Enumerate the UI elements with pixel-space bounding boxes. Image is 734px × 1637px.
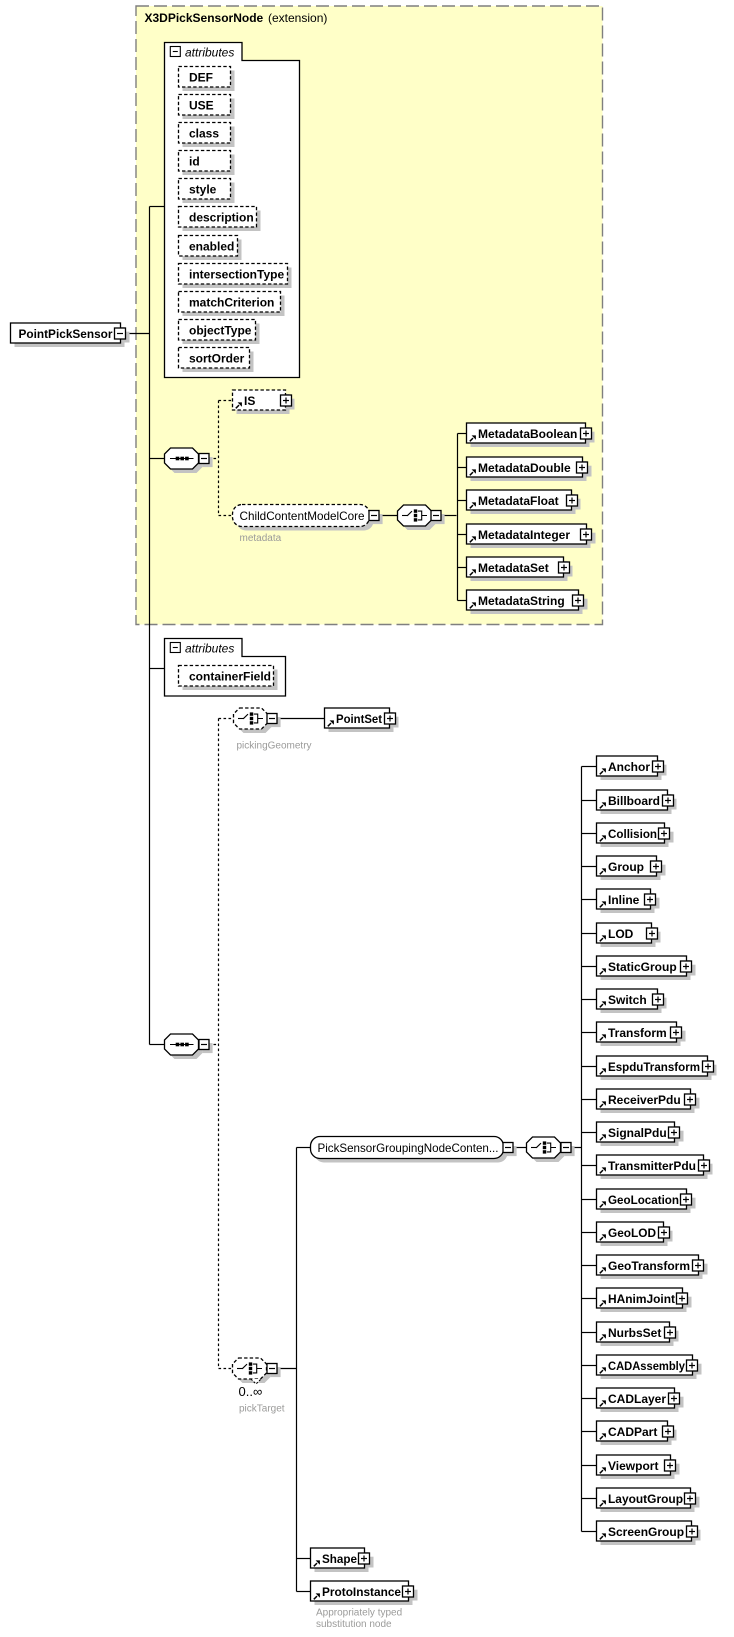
svg-text:IS: IS bbox=[244, 394, 255, 408]
svg-text:CADPart: CADPart bbox=[608, 1425, 657, 1439]
svg-text:MetadataInteger: MetadataInteger bbox=[478, 528, 570, 542]
svg-text:Appropriately typed: Appropriately typed bbox=[316, 1608, 402, 1619]
svg-text:id: id bbox=[189, 155, 200, 169]
svg-text:metadata: metadata bbox=[240, 533, 282, 544]
svg-text:sortOrder: sortOrder bbox=[189, 352, 245, 366]
svg-text:objectType: objectType bbox=[189, 324, 252, 338]
svg-text:Switch: Switch bbox=[608, 993, 647, 1007]
svg-text:Inline: Inline bbox=[608, 893, 640, 907]
svg-text:(extension): (extension) bbox=[268, 11, 327, 25]
svg-text:ReceiverPdu: ReceiverPdu bbox=[608, 1093, 681, 1107]
svg-text:EspduTransform: EspduTransform bbox=[608, 1060, 700, 1074]
svg-text:NurbsSet: NurbsSet bbox=[608, 1326, 661, 1340]
svg-text:PickSensorGroupingNodeConten..: PickSensorGroupingNodeConten... bbox=[318, 1141, 499, 1155]
svg-text:GeoLOD: GeoLOD bbox=[608, 1226, 656, 1240]
svg-text:GeoTransform: GeoTransform bbox=[608, 1259, 690, 1273]
svg-text:style: style bbox=[189, 183, 217, 197]
svg-text:description: description bbox=[189, 211, 254, 225]
svg-text:TransmitterPdu: TransmitterPdu bbox=[608, 1159, 696, 1173]
svg-text:USE: USE bbox=[189, 99, 214, 113]
svg-text:matchCriterion: matchCriterion bbox=[189, 296, 274, 310]
svg-text:pickTarget: pickTarget bbox=[239, 1404, 285, 1415]
svg-text:GeoLocation: GeoLocation bbox=[608, 1193, 679, 1207]
svg-text:MetadataSet: MetadataSet bbox=[478, 561, 549, 575]
svg-text:substitution node: substitution node bbox=[316, 1619, 392, 1630]
svg-text:PointSet: PointSet bbox=[336, 712, 382, 726]
svg-text:Shape: Shape bbox=[322, 1552, 357, 1566]
svg-text:Group: Group bbox=[608, 860, 644, 874]
svg-text:Collision: Collision bbox=[608, 827, 657, 841]
svg-text:X3DPickSensorNode: X3DPickSensorNode bbox=[145, 11, 264, 25]
svg-text:attributes: attributes bbox=[185, 641, 234, 655]
svg-text:LOD: LOD bbox=[608, 927, 634, 941]
svg-text:containerField: containerField bbox=[189, 670, 271, 684]
svg-text:PointPickSensor: PointPickSensor bbox=[19, 327, 113, 341]
svg-text:MetadataDouble: MetadataDouble bbox=[478, 461, 571, 475]
svg-text:enabled: enabled bbox=[189, 240, 234, 254]
svg-text:Viewport: Viewport bbox=[608, 1459, 658, 1473]
svg-text:CADLayer: CADLayer bbox=[608, 1392, 666, 1406]
svg-text:ChildContentModelCore: ChildContentModelCore bbox=[240, 509, 365, 523]
svg-text:Anchor: Anchor bbox=[608, 760, 650, 774]
svg-text:ScreenGroup: ScreenGroup bbox=[608, 1525, 684, 1539]
svg-text:Billboard: Billboard bbox=[608, 794, 660, 808]
svg-text:MetadataBoolean: MetadataBoolean bbox=[478, 427, 577, 441]
svg-text:HAnimJoint: HAnimJoint bbox=[608, 1292, 675, 1306]
svg-text:0..∞: 0..∞ bbox=[239, 1384, 263, 1399]
svg-text:StaticGroup: StaticGroup bbox=[608, 960, 677, 974]
svg-text:attributes: attributes bbox=[185, 45, 234, 59]
svg-text:SignalPdu: SignalPdu bbox=[608, 1126, 667, 1140]
svg-text:class: class bbox=[189, 127, 219, 141]
svg-text:pickingGeometry: pickingGeometry bbox=[237, 741, 312, 752]
svg-text:CADAssembly: CADAssembly bbox=[608, 1359, 685, 1373]
svg-text:intersectionType: intersectionType bbox=[189, 268, 284, 282]
svg-text:ProtoInstance: ProtoInstance bbox=[322, 1585, 401, 1599]
svg-text:MetadataString: MetadataString bbox=[478, 594, 565, 608]
svg-text:DEF: DEF bbox=[189, 71, 213, 85]
svg-text:MetadataFloat: MetadataFloat bbox=[478, 494, 559, 508]
svg-text:LayoutGroup: LayoutGroup bbox=[608, 1492, 683, 1506]
svg-text:Transform: Transform bbox=[608, 1026, 667, 1040]
